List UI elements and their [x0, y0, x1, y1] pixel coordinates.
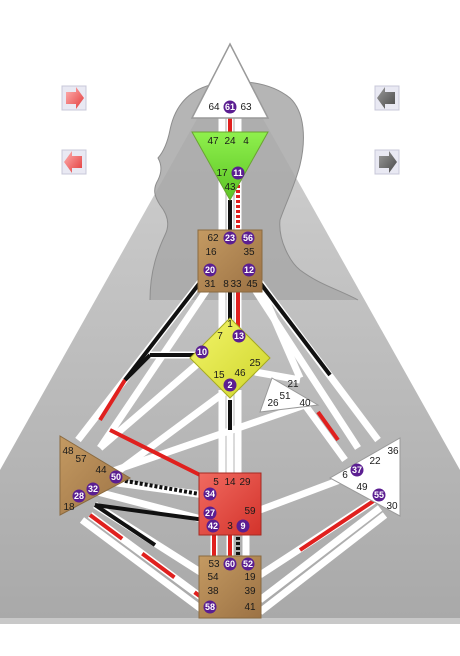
gate-58-label[interactable]: 58	[205, 602, 215, 612]
gate-61-active-marker[interactable]	[223, 100, 237, 114]
head-silhouette-outline	[149, 81, 359, 301]
g-center[interactable]	[189, 317, 271, 399]
gate-57-label[interactable]: 57	[75, 454, 87, 465]
gate-50-label[interactable]: 50	[111, 472, 121, 482]
gate-31-label[interactable]: 31	[204, 279, 216, 290]
gate-15-label[interactable]: 15	[213, 370, 225, 381]
gate-42-active-marker[interactable]	[206, 519, 220, 533]
gate-21-label[interactable]: 21	[287, 379, 299, 390]
gate-56-active-marker[interactable]	[241, 231, 255, 245]
gate-63-label[interactable]: 63	[240, 102, 252, 113]
gate-11-label[interactable]: 11	[233, 168, 243, 178]
gate-35-label[interactable]: 35	[243, 247, 255, 258]
gate-22-label[interactable]: 22	[369, 456, 381, 467]
gate-9-active-marker[interactable]	[236, 519, 250, 533]
gate-27-active-marker[interactable]	[203, 506, 217, 520]
gate-51-label[interactable]: 51	[279, 391, 291, 402]
gate-40-label[interactable]: 40	[299, 398, 311, 409]
ajna-center[interactable]	[191, 131, 269, 202]
bottom-band	[0, 618, 460, 626]
gate-46-label[interactable]: 46	[234, 368, 246, 379]
gate-20-label[interactable]: 20	[205, 265, 215, 275]
gate-38-label[interactable]: 38	[207, 586, 219, 597]
gate-24-label[interactable]: 24	[224, 136, 236, 147]
gate-14-label[interactable]: 14	[224, 477, 236, 488]
gate-54-label[interactable]: 54	[207, 572, 219, 583]
gate-6-label[interactable]: 6	[342, 470, 348, 481]
gate-34-active-marker[interactable]	[203, 487, 217, 501]
gate-19-label[interactable]: 19	[244, 572, 256, 583]
bottom-band-shadow	[0, 624, 460, 656]
gate-13-active-marker[interactable]	[232, 329, 246, 343]
gate-23-label[interactable]: 23	[225, 233, 235, 243]
gate-36-label[interactable]: 36	[387, 446, 399, 457]
gate-55-label[interactable]: 55	[374, 490, 384, 500]
gate-49-label[interactable]: 49	[356, 482, 368, 493]
gate-50-active-marker[interactable]	[109, 470, 123, 484]
gate-44-label[interactable]: 44	[95, 465, 107, 476]
gate-10-active-marker[interactable]	[195, 345, 209, 359]
gate-52-label[interactable]: 52	[243, 559, 253, 569]
gate-45-label[interactable]: 45	[246, 279, 258, 290]
gate-20-active-marker[interactable]	[203, 263, 217, 277]
gate-64-label[interactable]: 64	[208, 102, 220, 113]
gate-53-label[interactable]: 53	[208, 559, 220, 570]
gate-47-label[interactable]: 47	[207, 136, 219, 147]
arrow-top-left-icon[interactable]	[61, 85, 87, 111]
gate-30-label[interactable]: 30	[386, 501, 398, 512]
gate-42-label[interactable]: 42	[208, 521, 218, 531]
gate-43-label[interactable]: 43	[224, 182, 236, 193]
gate-27-label[interactable]: 27	[205, 508, 215, 518]
gate-28-label[interactable]: 28	[74, 491, 84, 501]
gate-3-label[interactable]: 3	[227, 521, 233, 532]
head-center[interactable]	[190, 42, 270, 119]
gate-37-active-marker[interactable]	[350, 463, 364, 477]
heart-center[interactable]	[259, 377, 320, 413]
gate-61-label[interactable]: 61	[225, 102, 235, 112]
gate-2-label[interactable]: 2	[227, 380, 232, 390]
gate-1-label[interactable]: 1	[227, 319, 233, 330]
gate-26-label[interactable]: 26	[267, 398, 279, 409]
gate-32-active-marker[interactable]	[86, 482, 100, 496]
gate-60-label[interactable]: 60	[225, 559, 235, 569]
gate-41-label[interactable]: 41	[244, 602, 256, 613]
arrow-top-right-icon[interactable]	[374, 85, 400, 111]
gate-2-active-marker[interactable]	[223, 378, 237, 392]
gate-17-label[interactable]: 17	[216, 168, 228, 179]
gate-12-active-marker[interactable]	[242, 263, 256, 277]
gate-52-active-marker[interactable]	[241, 557, 255, 571]
gate-23-active-marker[interactable]	[223, 231, 237, 245]
gate-7-label[interactable]: 7	[217, 331, 223, 342]
gate-28-active-marker[interactable]	[72, 489, 86, 503]
gate-11-active-marker[interactable]	[231, 166, 245, 180]
gate-62-label[interactable]: 62	[207, 233, 219, 244]
gate-13-label[interactable]: 13	[234, 331, 244, 341]
arrow-mid-left-icon[interactable]	[61, 149, 87, 175]
gate-37-label[interactable]: 37	[352, 465, 362, 475]
gate-59-label[interactable]: 59	[244, 506, 256, 517]
gate-56-label[interactable]: 56	[243, 233, 253, 243]
gate-60-active-marker[interactable]	[223, 557, 237, 571]
gate-33-label[interactable]: 33	[230, 279, 242, 290]
gate-58-active-marker[interactable]	[203, 600, 217, 614]
gate-32-label[interactable]: 32	[88, 484, 98, 494]
gate-39-label[interactable]: 39	[244, 586, 256, 597]
gate-29-label[interactable]: 29	[239, 477, 251, 488]
gate-12-label[interactable]: 12	[244, 265, 254, 275]
arrow-mid-right-icon[interactable]	[374, 149, 400, 175]
gate-25-label[interactable]: 25	[249, 358, 261, 369]
gate-16-label[interactable]: 16	[205, 247, 217, 258]
gate-5-label[interactable]: 5	[213, 477, 219, 488]
gate-55-active-marker[interactable]	[372, 488, 386, 502]
gate-8-label[interactable]: 8	[223, 279, 229, 290]
gate-34-label[interactable]: 34	[205, 489, 215, 499]
gate-9-label[interactable]: 9	[240, 521, 245, 531]
gate-10-label[interactable]: 10	[197, 347, 207, 357]
gate-48-label[interactable]: 48	[62, 446, 74, 457]
gate-18-label[interactable]: 18	[63, 502, 75, 513]
gate-4-label[interactable]: 4	[243, 136, 249, 147]
